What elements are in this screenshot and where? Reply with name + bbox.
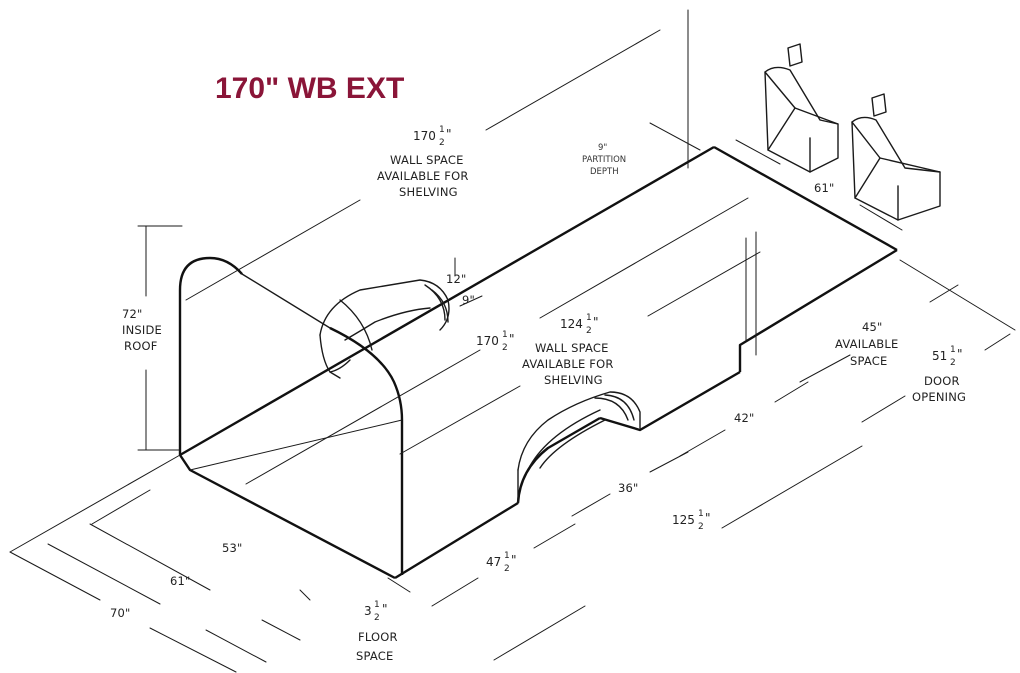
svg-text:2: 2 (698, 522, 704, 532)
svg-text:1: 1 (439, 125, 445, 135)
svg-text:WALL SPACE: WALL SPACE (535, 341, 609, 355)
svg-text:ROOF: ROOF (124, 339, 158, 353)
svg-text:1: 1 (504, 551, 510, 561)
svg-text:SPACE: SPACE (356, 649, 393, 663)
svg-text:2: 2 (439, 138, 445, 148)
svg-text:FLOOR: FLOOR (358, 630, 398, 644)
cargo-floor (178, 145, 898, 580)
svg-text:2: 2 (586, 326, 592, 336)
svg-text:1: 1 (950, 345, 956, 355)
svg-text:AVAILABLE FOR: AVAILABLE FOR (522, 357, 614, 371)
svg-text:1: 1 (374, 600, 380, 610)
svg-text:DEPTH: DEPTH (590, 167, 619, 177)
wheel-well-left (319, 279, 450, 379)
svg-text:1: 1 (502, 330, 508, 340)
label-125: 125 1 2 " (672, 509, 711, 532)
svg-text:": " (446, 127, 452, 141)
svg-text:170: 170 (413, 129, 436, 143)
svg-text:2: 2 (374, 613, 380, 623)
label-61: 61" (170, 574, 191, 588)
svg-text:51: 51 (932, 349, 947, 363)
svg-text:": " (957, 347, 963, 361)
svg-text:72": 72" (122, 307, 143, 321)
wheel-well-right (517, 391, 641, 504)
svg-text:SHELVING: SHELVING (544, 373, 603, 387)
svg-text:SPACE: SPACE (850, 354, 887, 368)
svg-text:1: 1 (698, 509, 704, 519)
svg-text:9": 9" (598, 143, 607, 153)
label-70: 70" (110, 606, 131, 620)
svg-text:": " (705, 511, 711, 525)
dimension-lines (9, 9, 1016, 673)
svg-text:PARTITION: PARTITION (582, 155, 626, 165)
svg-text:170: 170 (476, 334, 499, 348)
label-42: 42" (734, 411, 755, 425)
label-wheel-height: 12" (446, 272, 467, 286)
svg-text:OPENING: OPENING (912, 390, 966, 404)
label-floor-space: 3 1 2 " FLOOR SPACE (356, 600, 398, 663)
svg-text:": " (509, 332, 515, 346)
label-wall-long-bottom: 170 1 2 " (476, 330, 515, 353)
label-36: 36" (618, 481, 639, 495)
svg-text:AVAILABLE FOR: AVAILABLE FOR (377, 169, 469, 183)
seat-left (764, 43, 839, 173)
svg-text:": " (511, 553, 517, 567)
svg-text:2: 2 (950, 358, 956, 368)
label-53: 53" (222, 541, 243, 555)
svg-text:AVAILABLE: AVAILABLE (835, 337, 898, 351)
svg-text:47: 47 (486, 555, 501, 569)
label-wheel-depth: 9" (462, 293, 475, 307)
label-wall-space-bottom: 124 1 2 " WALL SPACE AVAILABLE FOR SHELV… (522, 313, 614, 387)
svg-text:125: 125 (672, 513, 695, 527)
svg-text:1: 1 (586, 313, 592, 323)
label-inside-roof: 72" INSIDE ROOF (122, 307, 162, 353)
label-partition-depth: 9" PARTITION DEPTH (582, 143, 626, 177)
svg-text:124: 124 (560, 317, 583, 331)
svg-text:INSIDE: INSIDE (122, 323, 162, 337)
svg-text:": " (382, 602, 388, 616)
svg-text:": " (593, 315, 599, 329)
label-seat-width: 61" (814, 181, 835, 195)
svg-text:2: 2 (504, 564, 510, 574)
svg-text:WALL SPACE: WALL SPACE (390, 153, 464, 167)
svg-text:SHELVING: SHELVING (399, 185, 458, 199)
svg-text:3: 3 (364, 604, 372, 618)
label-wall-space-top: 170 1 2 " WALL SPACE AVAILABLE FOR SHELV… (377, 125, 469, 199)
label-available-space: 45" AVAILABLE SPACE (835, 320, 898, 368)
diagram-title: 170" WB EXT (215, 72, 404, 105)
svg-text:2: 2 (502, 343, 508, 353)
label-47: 47 1 2 " (486, 551, 517, 574)
svg-text:45": 45" (862, 320, 883, 334)
label-door-opening: 51 1 2 " DOOR OPENING (912, 345, 966, 404)
svg-text:DOOR: DOOR (924, 374, 960, 388)
seat-right (851, 93, 941, 221)
